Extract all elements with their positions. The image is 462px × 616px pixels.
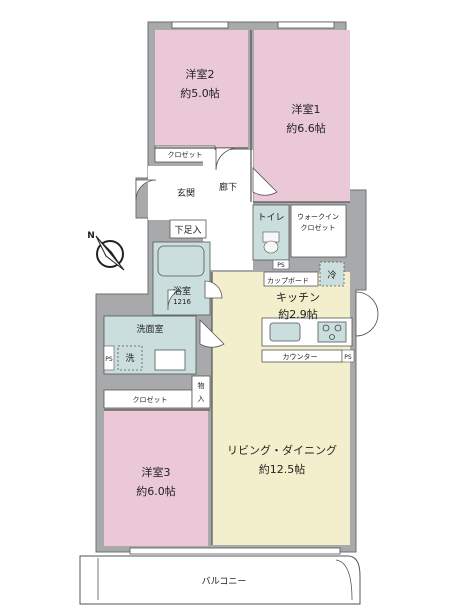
ldk-area: 約12.5帖	[259, 462, 306, 476]
cupboard-label: カップボード	[267, 277, 309, 285]
compass-n-label: N	[87, 231, 95, 241]
ps-right-label: PS	[277, 262, 285, 269]
shoe-box-label: 下足入	[174, 225, 201, 236]
kitchen-sink	[269, 322, 301, 342]
window-top-left	[171, 21, 229, 29]
hallway-label: 廊下	[219, 181, 237, 193]
entrance-floor	[148, 166, 203, 220]
entrance-label: 玄関	[177, 187, 195, 199]
burner-2	[334, 324, 342, 332]
bedroom1-name: 洋室1	[292, 102, 321, 116]
bedroom2-floor	[155, 30, 248, 148]
shoe-box	[169, 219, 207, 239]
closet3-label: クロゼット	[133, 395, 168, 404]
wash-basin	[154, 349, 186, 371]
ldk-name: リビング・ダイニング	[227, 443, 337, 457]
cupboard	[263, 271, 319, 287]
ps-box-left	[103, 345, 115, 371]
storage-label-1: 物	[198, 381, 205, 390]
interior-walls	[104, 30, 350, 545]
fridge-box	[319, 261, 345, 287]
burner-3	[329, 334, 335, 340]
window-bottom	[129, 547, 341, 555]
kitchen-name: キッチン	[276, 291, 320, 304]
bedroom2-area: 約5.0帖	[180, 86, 220, 100]
counter-label: カウンター	[283, 352, 318, 361]
compass-icon	[95, 235, 125, 271]
balcony	[79, 555, 361, 605]
walk-in-closet-label-2: クロゼット	[301, 223, 336, 232]
bedroom3-name: 洋室3	[142, 465, 171, 479]
burner-1	[322, 324, 330, 332]
ps-counter-label: PS	[344, 354, 352, 361]
stove	[317, 321, 347, 343]
fridge-label: 冷	[327, 269, 336, 281]
hallway-floor	[203, 150, 253, 270]
bedroom2-name: 洋室2	[186, 67, 215, 81]
bedroom3-area: 約6.0帖	[136, 484, 176, 498]
washer-box	[117, 345, 143, 371]
balcony-label: バルコニー	[202, 576, 247, 587]
storage-closet	[191, 375, 211, 409]
washroom-label: 洗面室	[136, 323, 163, 335]
bedroom1-floor	[254, 30, 350, 202]
ps-box-right	[272, 259, 290, 270]
ps-left-label: PS	[105, 356, 113, 363]
door-swings	[135, 147, 278, 348]
ps-box-counter	[341, 349, 355, 363]
bathtub	[157, 245, 205, 277]
storage-label-2: 入	[198, 395, 205, 403]
bath-size: 1216	[173, 298, 191, 306]
walk-in-closet	[290, 204, 347, 258]
bath-label: 浴室	[173, 285, 191, 297]
toilet-bowl	[263, 240, 279, 254]
kitchen-area: 約2.9帖	[278, 307, 318, 321]
vent-semicircle	[355, 291, 379, 337]
walk-in-closet-label-1: ウォークイン	[297, 213, 339, 221]
bedroom3-floor	[104, 410, 208, 546]
closet-label: クロゼット	[168, 150, 203, 159]
washer-label: 洗	[125, 352, 134, 364]
window-top-right	[277, 21, 335, 29]
toilet-label: トイレ	[257, 213, 284, 223]
toilet-tank	[262, 231, 280, 243]
bedroom1-area: 約6.6帖	[286, 121, 326, 135]
